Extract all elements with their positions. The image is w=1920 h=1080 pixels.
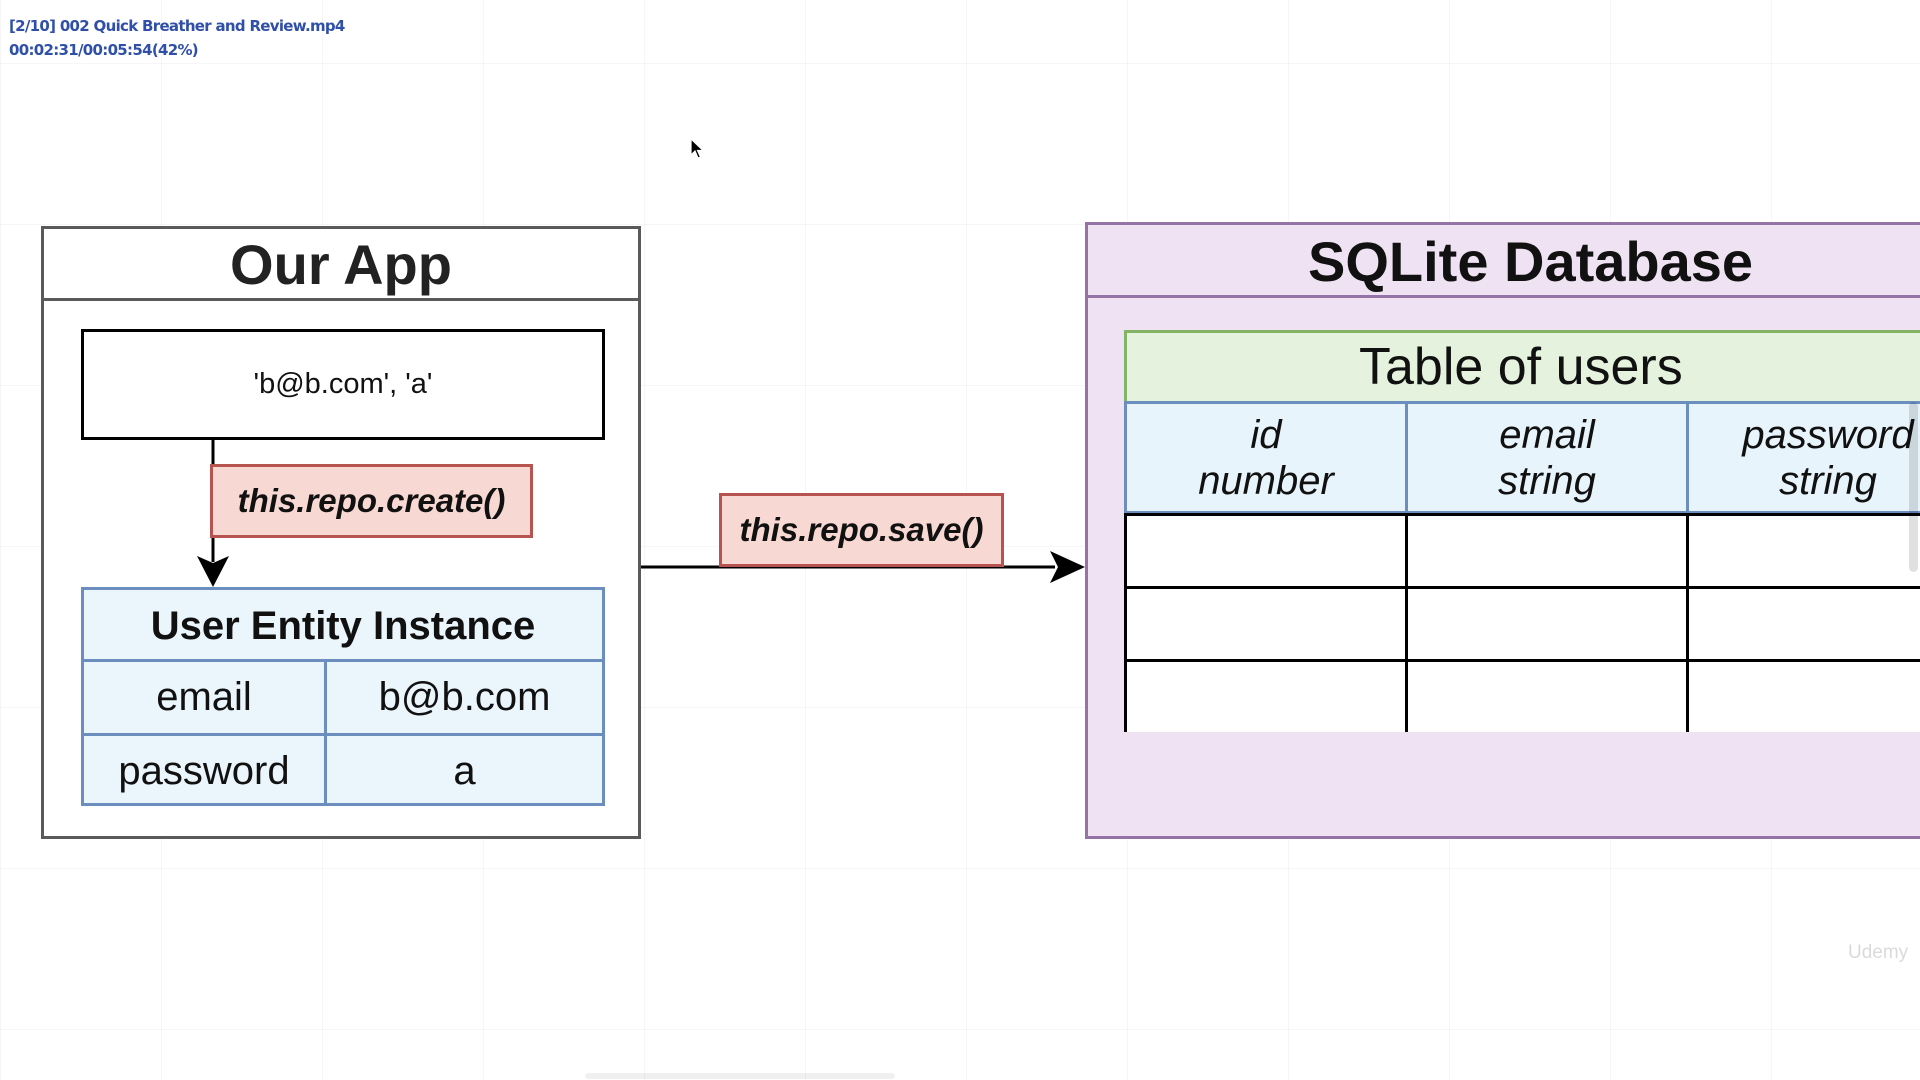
- user-entity-instance: User Entity Instance email b@b.com passw…: [81, 587, 605, 806]
- entity-value: b@b.com: [378, 675, 551, 719]
- entity-value: a: [453, 748, 476, 793]
- table-cell: [1127, 516, 1408, 586]
- column-name: id: [1250, 412, 1282, 457]
- table-cell: [1127, 589, 1408, 659]
- table-row: [1127, 589, 1920, 662]
- column-type: string: [1779, 458, 1877, 503]
- entity-row-password: password a: [84, 733, 602, 806]
- udemy-watermark: Udemy: [1848, 942, 1909, 963]
- create-arrowhead-icon: [197, 556, 229, 587]
- users-table-header: id number email string password string: [1124, 401, 1920, 514]
- table-cell: [1127, 662, 1408, 732]
- column-header-id: id number: [1127, 404, 1408, 511]
- input-args-text: 'b@b.com', 'a': [253, 368, 433, 400]
- users-table-title: Table of users: [1124, 330, 1920, 404]
- create-method-label: this.repo.create(): [237, 482, 506, 519]
- vertical-scrollbar[interactable]: [1909, 402, 1918, 572]
- column-header-email: email string: [1408, 404, 1689, 511]
- table-cell: [1408, 516, 1689, 586]
- table-cell: [1408, 662, 1689, 732]
- horizontal-scrollbar[interactable]: [585, 1073, 895, 1079]
- video-progress: 00:02:31/00:05:54(42%): [9, 41, 199, 59]
- entity-row-email: email b@b.com: [84, 662, 602, 733]
- save-arrowhead-icon: [1050, 551, 1085, 583]
- table-cell: [1689, 662, 1920, 732]
- table-cell: [1408, 589, 1689, 659]
- entity-title: User Entity Instance: [84, 590, 602, 662]
- save-method-label: this.repo.save(): [739, 511, 984, 548]
- column-header-password: password string: [1689, 404, 1920, 511]
- column-type: string: [1498, 458, 1596, 503]
- create-method-box: this.repo.create(): [210, 464, 533, 538]
- table-cell: [1689, 516, 1920, 586]
- mouse-cursor-icon: [690, 138, 705, 159]
- table-row: [1127, 662, 1920, 732]
- our-app-title: Our App: [44, 229, 638, 301]
- column-type: number: [1198, 458, 1334, 503]
- database-title: SQLite Database: [1088, 225, 1920, 298]
- column-name: email: [1499, 412, 1595, 457]
- video-overlay: [2/10] 002 Quick Breather and Review.mp4…: [9, 14, 345, 62]
- table-row: [1127, 513, 1920, 589]
- users-table: Table of users id number email string pa…: [1124, 330, 1920, 732]
- entity-key: email: [84, 662, 327, 733]
- users-table-body: [1124, 513, 1920, 732]
- video-title: [2/10] 002 Quick Breather and Review.mp4: [9, 17, 345, 35]
- input-args-box: 'b@b.com', 'a': [81, 329, 605, 440]
- column-name: password: [1742, 412, 1914, 457]
- table-cell: [1689, 589, 1920, 659]
- entity-key: password: [84, 736, 327, 806]
- save-method-box: this.repo.save(): [719, 493, 1004, 567]
